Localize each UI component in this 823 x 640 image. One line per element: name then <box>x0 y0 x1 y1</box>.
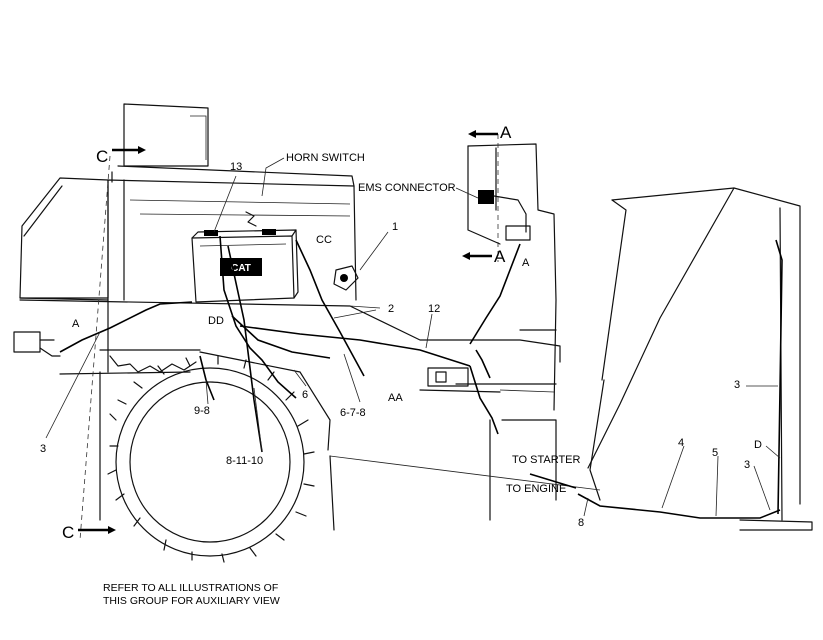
to-starter-label: TO STARTER <box>512 454 581 466</box>
aa-connector <box>427 367 469 387</box>
component-labels: HORN SWITCH EMS CONNECTOR TO STARTER TO … <box>62 123 762 542</box>
note-line-1: REFER TO ALL ILLUSTRATIONS OF <box>103 582 279 594</box>
aa-label: AA <box>388 392 403 404</box>
horn-switch-symbol <box>245 211 257 227</box>
section-lines <box>78 130 499 541</box>
to-engine-label: TO ENGINE <box>506 483 566 495</box>
callout-3-left: 3 <box>40 443 46 455</box>
sprocket-wheel <box>107 355 315 563</box>
section-a-top-label: A <box>500 123 512 142</box>
d-right-label: D <box>754 439 762 451</box>
cc-label: CC <box>316 234 332 246</box>
callout-13: 13 <box>230 161 242 173</box>
callout-12: 12 <box>428 303 440 315</box>
battery: CAT <box>191 229 299 303</box>
callout-6: 6 <box>302 389 308 401</box>
dd-label: DD <box>208 315 224 327</box>
callout-9-8: 9-8 <box>194 405 210 417</box>
ems-connector-label: EMS CONNECTOR <box>358 182 456 194</box>
callout-8-11-10: 8-11-10 <box>226 455 263 467</box>
a-left-label: A <box>72 318 80 330</box>
callout-3-bottom: 3 <box>744 459 750 471</box>
callout-1: 1 <box>392 221 398 233</box>
ems-connector <box>478 190 531 241</box>
callout-numbers: 1 2 3 3 3 4 5 6 6-7-8 8 8-11-10 9-8 12 1… <box>40 161 750 529</box>
note-line-2: THIS GROUP FOR AUXILIARY VIEW <box>103 595 280 607</box>
callout-8: 8 <box>578 517 584 529</box>
leader-lines <box>45 157 781 517</box>
relay-component <box>333 265 359 291</box>
callout-2: 2 <box>388 303 394 315</box>
callout-4: 4 <box>678 437 684 449</box>
section-c-top-label: C <box>96 147 108 166</box>
callout-3-right: 3 <box>734 379 740 391</box>
battery-logo: CAT <box>231 263 251 274</box>
section-c-bottom-label: C <box>62 523 74 542</box>
left-connector <box>13 331 61 357</box>
auxiliary-view-note: REFER TO ALL ILLUSTRATIONS OF THIS GROUP… <box>103 582 343 608</box>
horn-switch-label: HORN SWITCH <box>286 152 365 164</box>
a-right-label: A <box>522 257 530 269</box>
section-a-mid-label: A <box>494 247 506 266</box>
machine-outline <box>19 103 813 531</box>
wiring-harness <box>59 235 783 519</box>
callout-6-7-8: 6-7-8 <box>340 407 366 419</box>
callout-5: 5 <box>712 447 718 459</box>
